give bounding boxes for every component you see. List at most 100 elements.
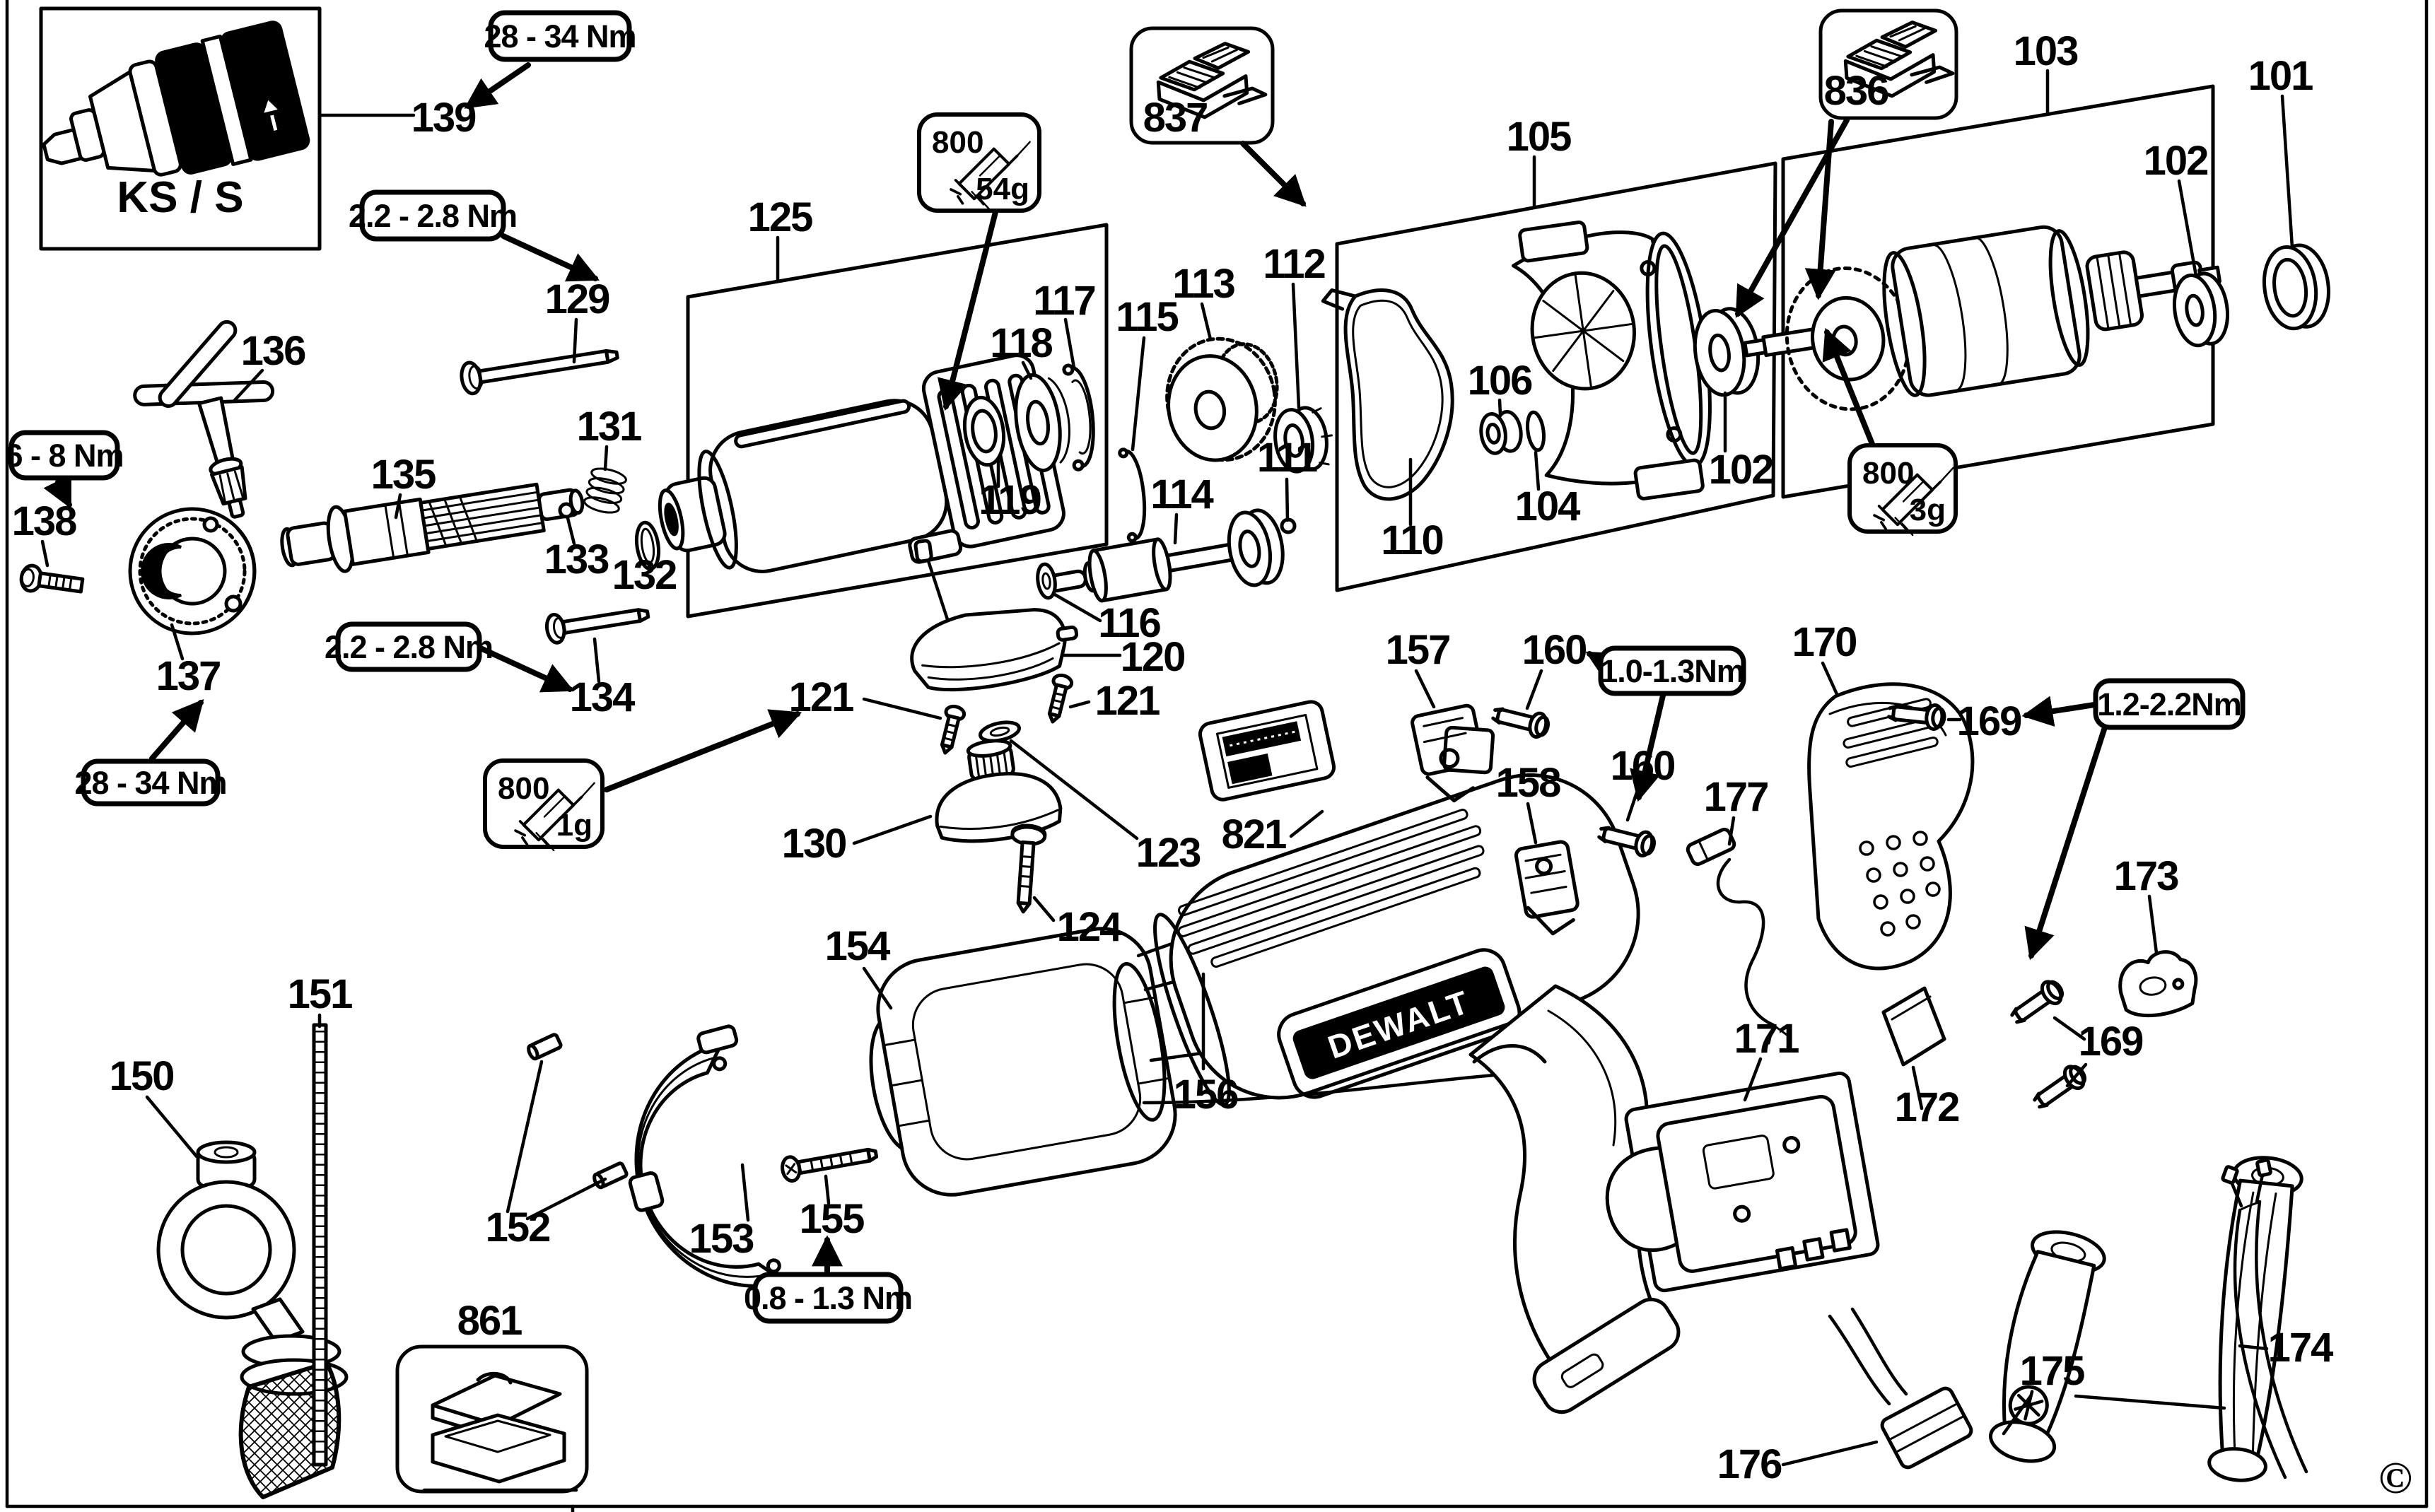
callout-120: 120 bbox=[1121, 634, 1185, 680]
callout-158: 158 bbox=[1496, 760, 1561, 806]
callout-139: 139 bbox=[411, 95, 477, 141]
ring-101-part bbox=[2262, 243, 2330, 331]
torque-label-t7: 1.2-2.2Nm bbox=[2093, 678, 2246, 730]
callout-110: 110 bbox=[1381, 517, 1443, 563]
callout-105: 105 bbox=[1507, 114, 1572, 160]
grease-amount: 3g bbox=[1910, 493, 1946, 527]
torque-text: 2.2 - 2.8 Nm bbox=[325, 629, 493, 665]
inset-chuck-ks-s: KS / S bbox=[39, 6, 322, 251]
armature-assembly-box-103 bbox=[1781, 84, 2215, 499]
ring-132-part bbox=[634, 520, 661, 571]
callout-119: 119 bbox=[979, 477, 1041, 523]
callout-175: 175 bbox=[2020, 1348, 2085, 1394]
callout-102b: 102 bbox=[2144, 138, 2208, 184]
callout-169a: 169 bbox=[1957, 698, 2022, 744]
grease-amount: 54g bbox=[976, 172, 1029, 206]
grease-code: 800 bbox=[1862, 456, 1914, 491]
screw-138-part bbox=[19, 563, 85, 594]
brush-holder-157-part bbox=[1411, 703, 1495, 803]
copyright-mark: © bbox=[2378, 1453, 2412, 1503]
callout-121b: 121 bbox=[1095, 678, 1160, 724]
callout-150: 150 bbox=[110, 1053, 174, 1099]
depth-rod-151-part bbox=[312, 1023, 328, 1467]
brush-holder-158-part bbox=[1514, 840, 1579, 936]
callout-156: 156 bbox=[1174, 1072, 1239, 1118]
callout-113: 113 bbox=[1172, 261, 1234, 307]
cord-clamp-173-part bbox=[2118, 950, 2198, 1018]
circlip-117-part bbox=[1062, 363, 1095, 471]
gear-113-part bbox=[1165, 336, 1279, 462]
shaft-114-part bbox=[1046, 508, 1285, 603]
screw-134-part bbox=[544, 608, 650, 645]
pin-152a-part bbox=[527, 1033, 563, 1061]
bearing-112-part bbox=[1273, 406, 1333, 474]
washer-116-part bbox=[1036, 562, 1057, 600]
seal-119-part bbox=[962, 395, 1006, 467]
callout-118: 118 bbox=[990, 320, 1052, 366]
callout-151: 151 bbox=[288, 971, 353, 1017]
bearing-118-part bbox=[1014, 373, 1070, 472]
torque-text: 28 - 34 Nm bbox=[74, 765, 226, 801]
torque-text: 28 - 34 Nm bbox=[484, 18, 636, 54]
torque-label-t4: 28 - 34 Nm bbox=[74, 758, 228, 807]
callout-177: 177 bbox=[1704, 774, 1768, 820]
pin-152b-part bbox=[592, 1161, 629, 1190]
armature-part bbox=[1743, 225, 2221, 411]
callout-173: 173 bbox=[2114, 853, 2179, 899]
torque-label-t1: 28 - 34 Nm bbox=[484, 10, 637, 62]
callout-134: 134 bbox=[570, 674, 636, 720]
gasket-110-part bbox=[1321, 288, 1454, 501]
callout-152: 152 bbox=[486, 1205, 550, 1250]
callout-111: 111 bbox=[1257, 435, 1317, 481]
callout-135: 135 bbox=[371, 452, 436, 498]
callout-157: 157 bbox=[1386, 627, 1450, 673]
switch-171-part bbox=[1605, 1071, 1880, 1293]
cover-172-part bbox=[1881, 986, 1946, 1067]
torque-label-t8: 0.8 - 1.3 Nm bbox=[744, 1272, 913, 1324]
callout-136: 136 bbox=[241, 328, 306, 374]
circlip-115-part bbox=[1118, 447, 1147, 543]
screw-124-part bbox=[1010, 824, 1047, 914]
ball-133-part bbox=[558, 502, 575, 519]
callout-104: 104 bbox=[1515, 484, 1581, 529]
nameplate-821-part bbox=[1198, 700, 1336, 802]
field-154-part bbox=[869, 927, 1177, 1197]
callout-125: 125 bbox=[748, 194, 813, 240]
torque-text: 0.8 - 1.3 Nm bbox=[744, 1280, 912, 1316]
callout-172: 172 bbox=[1895, 1084, 1959, 1130]
chuck-part bbox=[128, 507, 257, 635]
torque-text: 2.2 - 2.8 Nm bbox=[349, 198, 517, 234]
torque-text: 1.0-1.3Nm bbox=[1600, 653, 1744, 689]
callout-106: 106 bbox=[1468, 358, 1533, 404]
callout-176: 176 bbox=[1717, 1441, 1782, 1487]
callout-837: 837 bbox=[1143, 95, 1208, 141]
grease-code: 800 bbox=[932, 125, 983, 160]
callout-101: 101 bbox=[2248, 53, 2313, 99]
torque-text: 1.2-2.2Nm bbox=[2097, 686, 2241, 722]
torque-label-t3: 6 - 8 Nm bbox=[5, 430, 124, 481]
bearing-106-part bbox=[1479, 410, 1523, 455]
callout-174: 174 bbox=[2268, 1325, 2334, 1371]
callout-117: 117 bbox=[1033, 278, 1095, 324]
callout-130: 130 bbox=[782, 821, 846, 867]
torque-labels-layer: 28 - 34 Nm 2.2 - 2.8 Nm 6 - 8 Nm 28 - 34 Nm… bbox=[5, 10, 2246, 1324]
screw-129-part bbox=[460, 348, 619, 396]
callout-170: 170 bbox=[1792, 619, 1857, 665]
callout-121a: 121 bbox=[789, 674, 854, 720]
torque-arrows bbox=[43, 62, 2107, 1275]
inset-837 bbox=[1129, 26, 1275, 145]
handle-cover-170-part bbox=[1807, 682, 1975, 971]
motor-housing-part bbox=[1511, 221, 1712, 500]
torque-text: 6 - 8 Nm bbox=[5, 438, 123, 474]
callout-836: 836 bbox=[1824, 68, 1889, 114]
callout-132: 132 bbox=[612, 552, 677, 598]
inset-861-kitbox bbox=[395, 1344, 589, 1494]
callout-102a: 102 bbox=[1709, 447, 1773, 493]
callout-115: 115 bbox=[1116, 294, 1178, 340]
